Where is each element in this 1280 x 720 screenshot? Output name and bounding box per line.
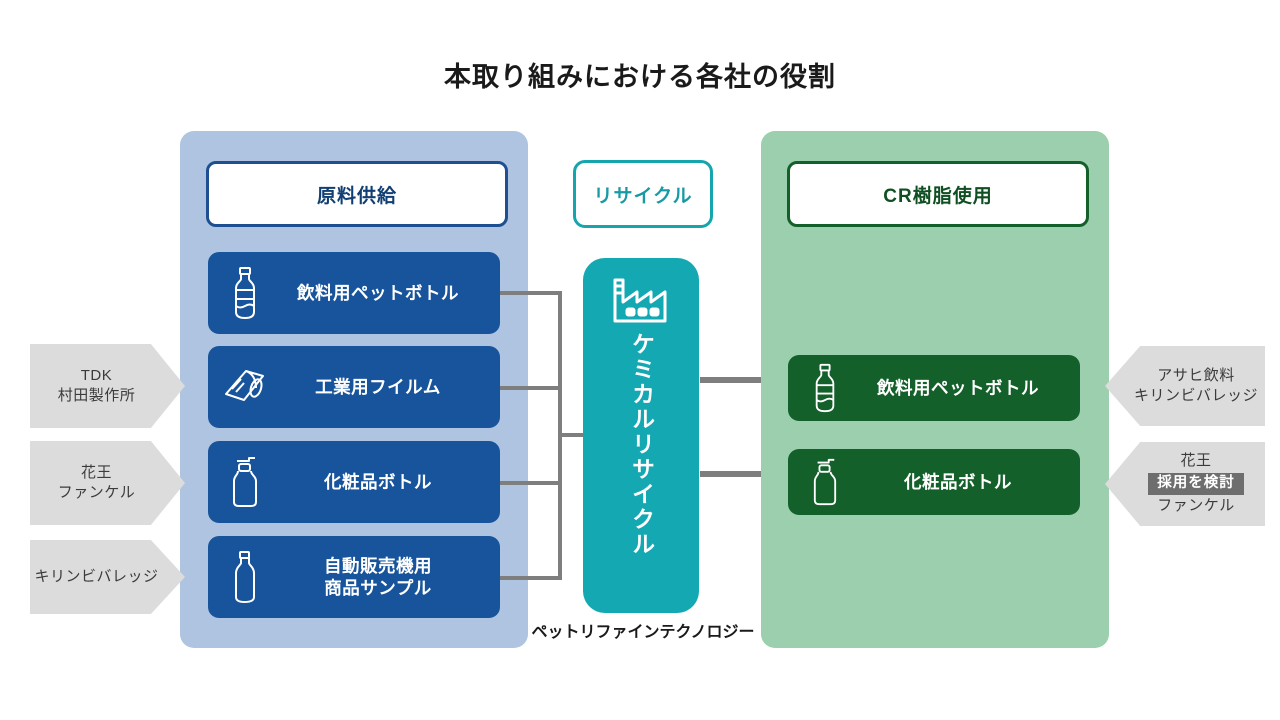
arrow-shaft	[700, 471, 762, 477]
use-header-label: CR樹脂使用	[883, 185, 993, 207]
adopter-tag-1: アサヒ飲料 キリンビバレッジ	[1105, 346, 1265, 426]
use-panel-header: CR樹脂使用	[787, 161, 1089, 227]
adopter-tag-2: 花王 採用を検討 ファンケル	[1105, 442, 1265, 526]
chemical-recycling-label: ケミカルリサイクル	[628, 332, 655, 557]
supply-item-cosmetic-bottle[interactable]: 化粧品ボトル	[208, 441, 500, 523]
recycler-company-caption: ペットリファインテクノロジー	[531, 624, 755, 641]
supplier-tag-line2: ファンケル	[57, 484, 136, 501]
supplier-tag-line2: 村田製作所	[57, 387, 136, 404]
arrow-shaft	[700, 377, 762, 383]
adopter-tag-line2: ファンケル	[1157, 497, 1235, 515]
use-item-beverage-pet-bottle[interactable]: 飲料用ペットボトル	[788, 355, 1080, 421]
supplier-tag-line1: 花王	[80, 463, 112, 481]
supplier-tag-line1: キリンビバレッジ	[34, 567, 159, 585]
use-item-label: 化粧品ボトル	[904, 471, 1012, 492]
pet-bottle-icon	[798, 363, 852, 413]
supply-item-industrial-film[interactable]: 工業用フイルム	[208, 346, 500, 428]
factory-icon	[610, 272, 672, 326]
supply-item-label: 化粧品ボトル	[324, 471, 432, 492]
supply-item-label: 工業用フイルム	[315, 376, 441, 397]
connector-stub-2	[500, 386, 562, 390]
chemical-recycling-pillar[interactable]: ケミカルリサイクル	[583, 258, 699, 613]
supplier-tag-2: 花王 ファンケル	[30, 441, 185, 525]
recycle-header-label: リサイクル	[593, 185, 693, 207]
status-badge-under-consideration: 採用を検討	[1148, 472, 1244, 496]
connector-stub-4	[500, 576, 562, 580]
supplier-tag-line1: TDK	[80, 366, 113, 384]
supply-item-label: 飲料用ペットボトル	[297, 282, 459, 303]
supply-item-vending-sample[interactable]: 自動販売機用 商品サンプル	[208, 536, 500, 618]
use-item-label: 飲料用ペットボトル	[877, 377, 1039, 398]
supply-item-label: 自動販売機用 商品サンプル	[324, 555, 432, 598]
connector-to-recycler	[558, 433, 586, 437]
adopter-tag-line1: 花王	[1180, 452, 1212, 470]
supplier-tag-1: TDK 村田製作所	[30, 344, 185, 428]
supplier-tag-3: キリンビバレッジ	[30, 540, 185, 614]
adopter-tag-line1: アサヒ飲料	[1157, 366, 1235, 384]
use-item-cosmetic-bottle[interactable]: 化粧品ボトル	[788, 449, 1080, 515]
connector-stub-3	[500, 481, 562, 485]
pump-bottle-icon	[218, 455, 272, 509]
supply-panel-header: 原料供給	[206, 161, 508, 227]
film-roll-icon	[218, 367, 272, 407]
pet-bottle-icon	[218, 266, 272, 320]
sample-bottle-icon	[218, 550, 272, 604]
supply-header-label: 原料供給	[316, 185, 397, 207]
pump-bottle-icon	[798, 457, 852, 507]
connector-stub-1	[500, 291, 562, 295]
recycle-header: リサイクル	[573, 160, 713, 228]
adopter-tag-line2: キリンビバレッジ	[1133, 387, 1258, 404]
page-title: 本取り組みにおける各社の役割	[444, 62, 836, 92]
supply-item-beverage-pet-bottle[interactable]: 飲料用ペットボトル	[208, 252, 500, 334]
